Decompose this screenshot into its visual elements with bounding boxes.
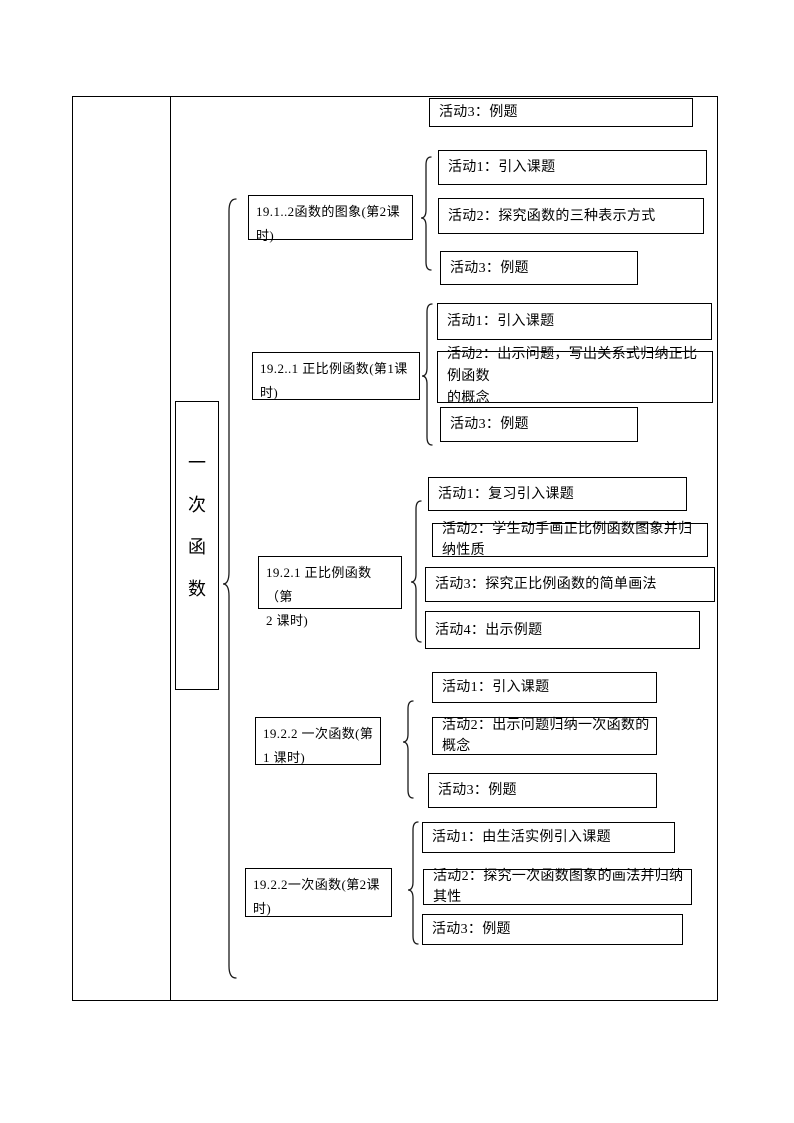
section-box-4: 19.2.2 一次函数(第 1 课时) [255, 717, 381, 765]
activity-box: 活动3：例题 [440, 407, 638, 442]
activity-box: 活动3：例题 [428, 773, 657, 808]
section-title-line: 19.2.2 一次函数(第 [263, 726, 374, 741]
activity-box: 活动3：例题 [422, 914, 683, 945]
table-column-divider [170, 96, 171, 1001]
activity-box: 活动2：出示问题，写出关系式归纳正比例函数 的概念 [437, 347, 713, 406]
section-box-3: 19.2.1 正比例函数（第 2 课时) [258, 556, 402, 628]
unit-title-char: 次 [188, 495, 206, 515]
activity-box: 活动1：复习引入课题 [428, 477, 687, 511]
unit-title-box: 一 次 函 数 [175, 401, 219, 690]
section-title-line: 2 课时) [266, 613, 309, 628]
section-title-line: 19.1..2函数的图象(第2课时) [256, 204, 400, 243]
activity-box: 活动2：探究一次函数图象的画法并归纳其性 [423, 869, 692, 905]
orphan-activity-box: 活动3：例题 [429, 98, 693, 127]
section-title-line: 19.2.2一次函数(第2课时) [253, 877, 380, 916]
section-title-line: 19.2.1 正比例函数（第 [266, 565, 372, 604]
section-title-line: 19.2..1 正比例函数(第1课时) [260, 361, 408, 400]
activity-box: 活动2：学生动手画正比例函数图象并归纳性质 [432, 522, 708, 558]
unit-title-char: 一 [188, 453, 206, 473]
activity-box: 活动2：出示问题归纳一次函数的概念 [432, 717, 657, 755]
section-title-line: 1 课时) [263, 750, 306, 765]
activity-box: 活动4：出示例题 [425, 611, 700, 649]
activity-box: 活动2：探究函数的三种表示方式 [438, 198, 704, 234]
section-box-1: 19.1..2函数的图象(第2课时) [248, 195, 413, 243]
section-box-5: 19.2.2一次函数(第2课时) [245, 868, 392, 917]
section-box-2: 19.2..1 正比例函数(第1课时) [252, 352, 420, 400]
unit-title-char: 函 [188, 537, 206, 557]
unit-title-char: 数 [188, 579, 206, 599]
activity-box: 活动3：探究正比例函数的简单画法 [425, 567, 715, 602]
activity-box: 活动1：引入课题 [432, 672, 657, 703]
activity-box: 活动3：例题 [440, 251, 638, 285]
activity-box: 活动1：由生活实例引入课题 [422, 822, 675, 853]
activity-box: 活动1：引入课题 [437, 303, 712, 340]
activity-box: 活动1：引入课题 [438, 150, 707, 185]
